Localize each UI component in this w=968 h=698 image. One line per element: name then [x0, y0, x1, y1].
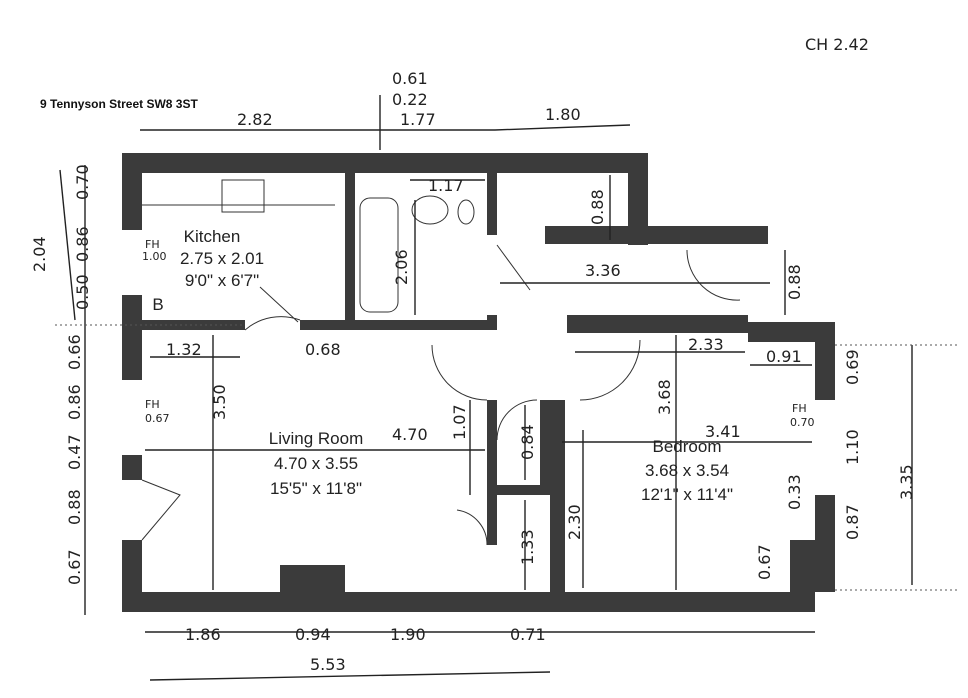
- dim-label: 3.41: [705, 422, 741, 441]
- dim-label: 0.71: [510, 625, 546, 644]
- walls: [122, 153, 835, 612]
- fh-living-value: 0.67: [145, 412, 170, 425]
- dim-label: 1.90: [390, 625, 426, 644]
- fh-kitchen-value: 1.00: [142, 250, 167, 263]
- dim-label: 3.50: [210, 384, 229, 420]
- dim-label: 2.30: [565, 504, 584, 540]
- living-room-name: Living Room: [269, 429, 364, 448]
- bedroom-imperial: 12'1" x 11'4": [641, 485, 733, 504]
- dim-label: 0.86: [73, 226, 92, 262]
- dim-label: 1.77: [400, 110, 436, 129]
- dim-label: 2.04: [30, 236, 49, 272]
- fixtures: [141, 179, 741, 546]
- dim-label: 0.67: [65, 549, 84, 585]
- dim-label: 0.88: [65, 489, 84, 525]
- dim-label: 3.36: [585, 261, 621, 280]
- dim-label: 0.84: [518, 424, 537, 460]
- dim-label: 0.88: [785, 264, 804, 300]
- dim-label: 1.07: [450, 404, 469, 440]
- bedroom-name: Bedroom: [653, 437, 722, 456]
- dim-label: 0.50: [73, 274, 92, 310]
- dim-label: 5.53: [310, 655, 346, 674]
- fh-bedroom-value: 0.70: [790, 416, 815, 429]
- dim-label: 0.94: [295, 625, 331, 644]
- dim-label: 0.33: [785, 474, 804, 510]
- dim-label: 1.32: [166, 340, 202, 359]
- dim-label: 1.17: [428, 176, 464, 195]
- kitchen-metric: 2.75 x 2.01: [180, 249, 264, 268]
- dimension-lines: [55, 95, 960, 681]
- dim-label: 0.22: [392, 90, 428, 109]
- dim-label: 0.61: [392, 69, 428, 88]
- dim-label: 0.88: [588, 189, 607, 225]
- dim-label: 3.35: [897, 464, 916, 500]
- boiler-label: B: [152, 295, 163, 314]
- dim-label: 0.91: [766, 347, 802, 366]
- ceiling-height-note: CH 2.42: [805, 35, 869, 54]
- dim-label: 0.66: [65, 334, 84, 370]
- dim-label: 2.06: [392, 249, 411, 285]
- dim-label: 0.70: [73, 164, 92, 200]
- dim-label: 3.68: [655, 379, 674, 415]
- address-title: 9 Tennyson Street SW8 3ST: [40, 97, 198, 111]
- dim-label: 0.86: [65, 384, 84, 420]
- dimension-labels: 2.82 1.77 1.80 0.61 0.22 1.17 3.36 1.32 …: [30, 69, 916, 674]
- dim-label: 1.33: [518, 529, 537, 565]
- fh-kitchen: FH: [145, 238, 160, 251]
- living-room-metric: 4.70 x 3.55: [274, 454, 358, 473]
- dim-label: 1.86: [185, 625, 221, 644]
- dim-label: 1.10: [843, 429, 862, 465]
- dim-label: 2.33: [688, 335, 724, 354]
- dim-label: 0.47: [65, 434, 84, 470]
- dim-label: 1.80: [545, 105, 581, 124]
- dim-label: 0.87: [843, 504, 862, 540]
- dim-label: 4.70: [392, 425, 428, 444]
- kitchen-imperial: 9'0" x 6'7": [185, 271, 259, 290]
- dim-label: 0.67: [755, 544, 774, 580]
- dim-label: 0.68: [305, 340, 341, 359]
- bedroom-metric: 3.68 x 3.54: [645, 461, 729, 480]
- fh-living: FH: [145, 398, 160, 411]
- kitchen-name: Kitchen: [184, 227, 241, 246]
- fh-bedroom: FH: [792, 402, 807, 415]
- living-room-imperial: 15'5" x 11'8": [270, 479, 362, 498]
- dim-label: 2.82: [237, 110, 273, 129]
- dim-label: 0.69: [843, 349, 862, 385]
